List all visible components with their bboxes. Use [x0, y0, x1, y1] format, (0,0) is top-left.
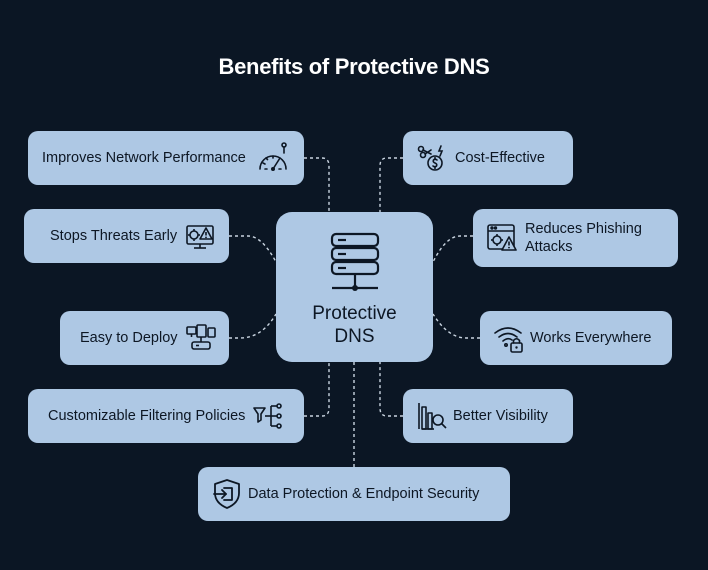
benefit-label: Easy to Deploy [80, 330, 178, 346]
connector-cost [379, 157, 403, 212]
benefit-data-protection: Data Protection & Endpoint Security [198, 467, 510, 521]
benefit-label: Customizable Filtering Policies [48, 408, 246, 424]
center-label: Protective DNS [312, 303, 397, 347]
benefit-label: Cost-Effective [455, 150, 545, 166]
monitor-alert-icon [183, 219, 217, 253]
wifi-lock-icon [492, 321, 526, 355]
benefit-works-everywhere: Works Everywhere [480, 311, 672, 365]
filter-branch-icon [251, 399, 285, 433]
page-title: Benefits of Protective DNS [218, 54, 490, 79]
benefit-label: Improves Network Performance [42, 150, 246, 166]
benefit-label: Better Visibility [453, 408, 548, 424]
money-cut-icon [415, 141, 449, 175]
connector-everywhere [432, 313, 480, 339]
benefit-filtering-policies: Customizable Filtering Policies [28, 389, 304, 443]
connector-threats [229, 235, 277, 263]
benefit-cost-effective: Cost-Effective [403, 131, 573, 185]
benefit-label: Reduces Phishing Attacks [525, 221, 642, 255]
benefit-better-visibility: Better Visibility [403, 389, 573, 443]
connector-filtering [304, 362, 330, 417]
benefit-stops-threats: Stops Threats Early [24, 209, 229, 263]
connector-deploy [229, 313, 277, 339]
benefit-label: Data Protection & Endpoint Security [248, 486, 480, 502]
shield-login-icon [210, 477, 244, 511]
browser-warning-icon [485, 221, 519, 255]
connector-network-performance [304, 157, 330, 212]
center-node-protective-dns: Protective DNS [276, 212, 433, 362]
connector-visibility [379, 362, 403, 417]
connector-phishing [432, 235, 473, 263]
benefit-label: Works Everywhere [530, 330, 652, 346]
benefit-label: Stops Threats Early [50, 228, 178, 244]
benefit-network-performance: Improves Network Performance [28, 131, 304, 185]
server-network-icon [330, 232, 379, 291]
benefit-easy-deploy: Easy to Deploy [60, 311, 229, 365]
speedometer-icon [256, 141, 290, 175]
devices-network-icon [184, 321, 218, 355]
chart-search-icon [415, 399, 449, 433]
benefit-reduces-phishing: Reduces Phishing Attacks [473, 209, 678, 267]
